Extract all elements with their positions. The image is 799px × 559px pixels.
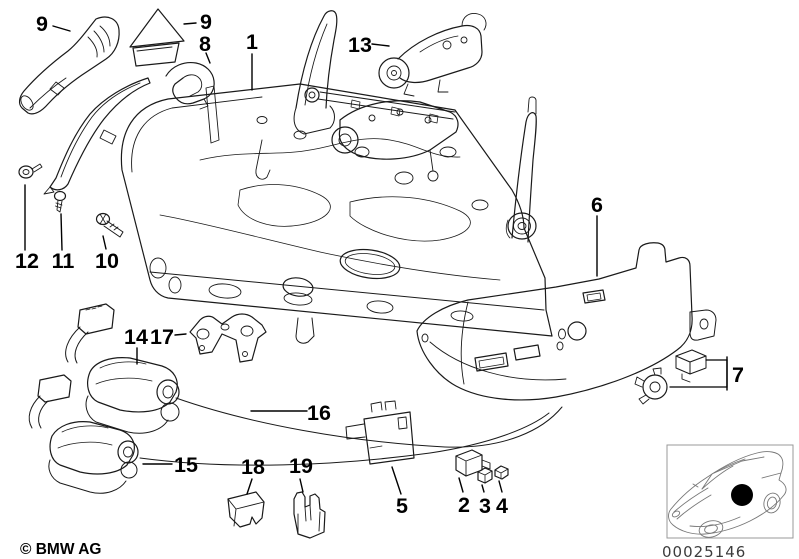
callout-13[interactable]: 13 [348,33,372,57]
trim-strip-drawing [43,77,151,195]
callout-16[interactable]: 16 [307,401,331,425]
part-7-motor-drawing [634,349,707,405]
callout-15[interactable]: 15 [174,453,198,477]
callout-6[interactable]: 6 [591,193,603,217]
car-outline-drawing [668,451,787,538]
callout-17[interactable]: 17 [150,325,174,349]
seat-position-dot [731,484,753,506]
leader-lines [24,22,728,495]
callout-9-left[interactable]: 9 [36,12,48,36]
part-3-drawing [477,467,493,484]
callout-14[interactable]: 14 [124,325,148,349]
part-13-motor-drawing [378,13,487,97]
part-2-switch-drawing [455,449,491,477]
callout-18[interactable]: 18 [241,455,265,479]
callout-2[interactable]: 2 [458,493,470,517]
part-19-clip-drawing [293,491,326,539]
diagram-code: 00025146 [662,543,746,559]
part-17-bracket-drawing [189,313,267,363]
part-11-screw-drawing [53,190,67,213]
callout-4[interactable]: 4 [496,494,508,518]
car-locator-border [666,444,794,539]
part-12-rivet-drawing [18,163,43,179]
callout-5[interactable]: 5 [396,494,408,518]
part-15-motor-drawing [28,374,139,494]
part-14-motor-drawing [65,303,180,434]
part-5-bracket-drawing [345,400,415,465]
part-1-seat-frame-drawing [120,10,553,344]
part-6-trim-panel-drawing [416,242,717,401]
callout-9-right[interactable]: 9 [200,10,212,34]
part-18-clip-drawing [227,491,265,528]
part-4-drawing [494,465,509,480]
car-locator: 00025146 [662,444,794,559]
part-10-bolt-drawing [95,212,124,238]
part-16-cables-drawing [139,397,563,466]
callout-10[interactable]: 10 [95,249,119,273]
callout-1[interactable]: 1 [246,30,258,54]
callout-7[interactable]: 7 [732,363,744,387]
callout-3[interactable]: 3 [479,494,491,518]
callout-19[interactable]: 19 [289,454,313,478]
part-9-right-cover-drawing [129,8,185,67]
callout-8[interactable]: 8 [199,32,211,56]
copyright-text: © BMW AG [20,541,101,558]
callout-11[interactable]: 11 [52,249,75,273]
callout-12[interactable]: 12 [15,249,39,273]
part-9-left-cover-drawing [18,16,120,115]
